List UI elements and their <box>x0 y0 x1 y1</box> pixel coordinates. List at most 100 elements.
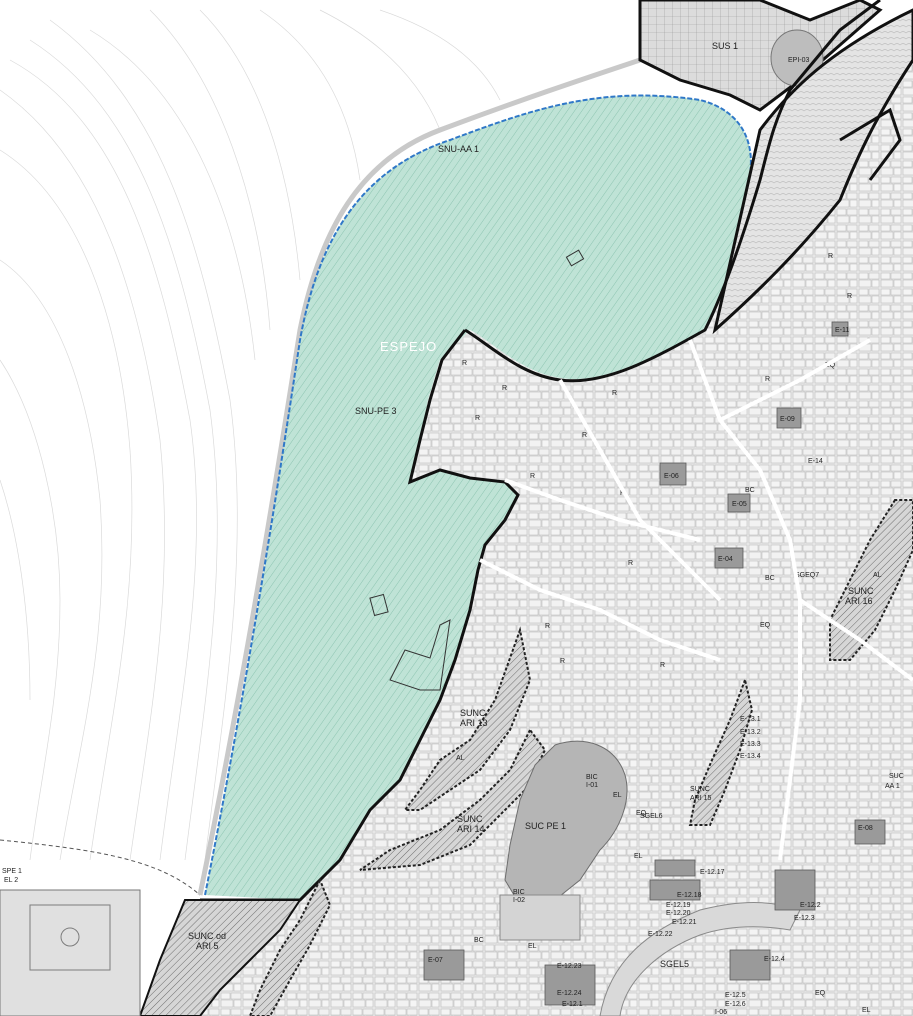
label-sgeq7: SGEQ7 <box>795 572 819 579</box>
block-label: BC <box>765 575 775 582</box>
block-label: EQ <box>636 810 647 817</box>
block-label: E-12.6 <box>725 1001 746 1008</box>
block-label: E-13.4 <box>740 753 761 760</box>
contour-lines <box>0 9 501 861</box>
block-label: EL <box>634 853 643 860</box>
block-label: E-12.24 <box>557 990 582 997</box>
block-label: R <box>828 253 833 260</box>
block-label: E-09 <box>780 416 795 423</box>
zone-el-park <box>499 894 581 941</box>
label-suc-pe1: SUC PE 1 <box>525 821 566 831</box>
block-label: E-12.20 <box>666 910 691 917</box>
block-label: E-12.5 <box>725 992 746 999</box>
zone-spe1 <box>0 889 141 1016</box>
block-label: E-13.3 <box>740 741 761 748</box>
block-label: E-05 <box>732 501 747 508</box>
block-label: E-12.23 <box>557 963 582 970</box>
block-label: R <box>530 473 535 480</box>
block-label: EL <box>613 792 622 799</box>
block-label: EL <box>862 1007 871 1014</box>
streets <box>479 338 913 861</box>
label-snu-pe3: SNU-PE 3 <box>355 406 397 416</box>
label-aa1-edge: AA 1 <box>885 783 900 790</box>
block-label: AL <box>456 755 465 762</box>
label-sunc-ari16-a: SUNC <box>848 586 874 596</box>
block-label: E-04 <box>718 556 733 563</box>
zone-sunc-ari16 <box>829 499 913 661</box>
sports-field <box>29 904 111 971</box>
block-label: E-13.1 <box>740 716 761 723</box>
label-suc-edge: SUC <box>889 773 904 780</box>
block-label: I-06 <box>715 1009 727 1016</box>
sports-field-centre <box>60 927 80 947</box>
block-labels: R R R R R R R R R R R R R R E-06 E-05 E-… <box>428 253 882 1016</box>
label-sunc-ari13-b: ARI 13 <box>460 718 488 728</box>
label-sunc-ari15-a: SUNC <box>690 786 710 793</box>
block-label: R <box>560 658 565 665</box>
blue-boundary-line <box>204 94 752 896</box>
road-curve <box>197 57 641 896</box>
block-label: R <box>475 415 480 422</box>
label-sunc-ari5-b: ARI 5 <box>196 941 219 951</box>
zone-sunc-ari13 <box>403 626 532 811</box>
block-label: R <box>620 490 625 497</box>
block-label: E-12.22 <box>648 931 673 938</box>
zone-sunc-ari15 <box>688 676 754 826</box>
label-snu-aa1: SNU-AA 1 <box>438 144 479 154</box>
block-label: E-12.18 <box>677 892 702 899</box>
urban-boundary-ne <box>839 107 902 181</box>
label-espejo: ESPEJO <box>380 339 437 354</box>
block-label: R <box>612 390 617 397</box>
block-label: E-12.4 <box>764 956 785 963</box>
label-sgel6: SGEL6 <box>640 813 663 820</box>
block-label: BC <box>474 937 484 944</box>
label-sgel5: SGEL5 <box>660 959 689 969</box>
label-sunc-ari5-a: SUNC od <box>188 931 226 941</box>
label-sus1: SUS 1 <box>712 41 738 51</box>
label-sunc-ari13-a: SUNC <box>460 708 486 718</box>
label-el2: EL 2 <box>4 877 18 884</box>
urban-boundary-west <box>200 329 520 902</box>
block-label: EQ <box>760 622 771 629</box>
block-label: E-14 <box>808 458 823 465</box>
label-epi03: EPI-03 <box>788 57 810 64</box>
block-label: EQ <box>815 990 826 997</box>
equipment-blocks <box>423 321 886 1006</box>
block-label: EQ <box>825 362 836 369</box>
block-label: E-12.3 <box>794 915 815 922</box>
urban-boundary-line <box>464 0 881 383</box>
block-label: R <box>660 662 665 669</box>
block-label: E-12.2 <box>800 902 821 909</box>
label-sunc-ari15-b: ARI 15 <box>690 795 712 802</box>
block-label: R <box>502 385 507 392</box>
block-label: E-06 <box>664 473 679 480</box>
block-label: E-12.17 <box>700 869 725 876</box>
block-label: E-12.1 <box>562 1001 583 1008</box>
block-label: AL <box>873 572 882 579</box>
block-label: E-12.21 <box>672 919 697 926</box>
block-label: R <box>628 560 633 567</box>
block-label: R <box>545 623 550 630</box>
road-edge-dashed <box>0 839 201 896</box>
block-label: R <box>582 432 587 439</box>
block-label: R <box>847 293 852 300</box>
block-label: BC <box>745 487 755 494</box>
label-spe1: SPE 1 <box>2 868 22 875</box>
protected-zone-snu-pe3 <box>205 95 751 900</box>
zone-sunc-ari5 <box>138 899 302 1016</box>
label-sunc-ari14-b: ARI 14 <box>457 824 485 834</box>
block-label: E-07 <box>428 957 443 964</box>
rural-buildings <box>369 249 585 691</box>
block-label: E-11 <box>835 327 849 334</box>
label-sunc-ari14-a: SUNC <box>457 814 483 824</box>
block-label: R <box>462 360 467 367</box>
block-label: E-13.2 <box>740 729 761 736</box>
block-label: E-12.19 <box>666 902 691 909</box>
rocky-hill <box>712 8 913 335</box>
block-label: R <box>765 376 770 383</box>
block-label: E-08 <box>858 825 873 832</box>
block-label: EL <box>528 943 537 950</box>
